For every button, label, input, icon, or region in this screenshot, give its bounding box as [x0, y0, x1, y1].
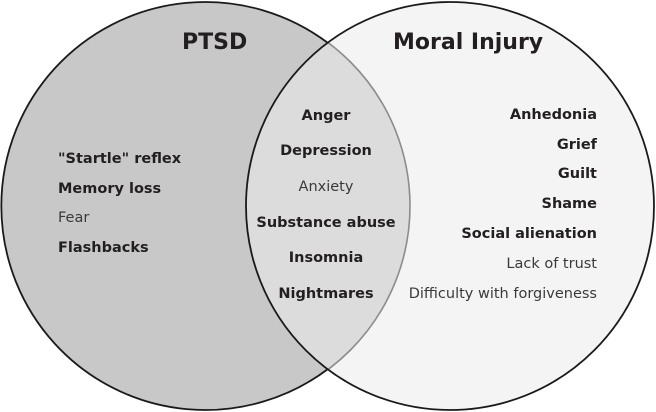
overlap-item: Depression	[280, 143, 372, 159]
moral-injury-circle-outline	[245, 1, 655, 411]
overlap-item: Insomnia	[288, 250, 364, 266]
ptsd-item: Fear	[58, 210, 90, 226]
overlap-item: Substance abuse	[256, 215, 396, 231]
moral-injury-item: Social alienation	[461, 226, 597, 242]
overlap-item: Anxiety	[298, 179, 354, 195]
ptsd-circle-inner-outline	[246, 2, 411, 410]
moral-injury-title: Moral Injury	[393, 30, 544, 55]
moral-injury-item: Grief	[556, 137, 597, 153]
ptsd-title: PTSD	[182, 30, 248, 55]
overlap-region	[246, 2, 410, 410]
moral-injury-item: Shame	[541, 196, 598, 212]
overlap-item: Nightmares	[278, 286, 374, 302]
overlap-item: Anger	[301, 108, 351, 124]
moral-injury-item: Lack of trust	[506, 256, 597, 272]
moral-injury-item: Guilt	[557, 166, 597, 182]
ptsd-item: Memory loss	[58, 181, 162, 197]
ptsd-item: Flashbacks	[58, 240, 149, 256]
moral-injury-item: Anhedonia	[509, 107, 597, 123]
ptsd-item: "Startle" reflex	[58, 151, 182, 167]
moral-injury-item: Difficulty with forgiveness	[408, 286, 597, 302]
ptsd-circle-outline	[0, 1, 329, 411]
